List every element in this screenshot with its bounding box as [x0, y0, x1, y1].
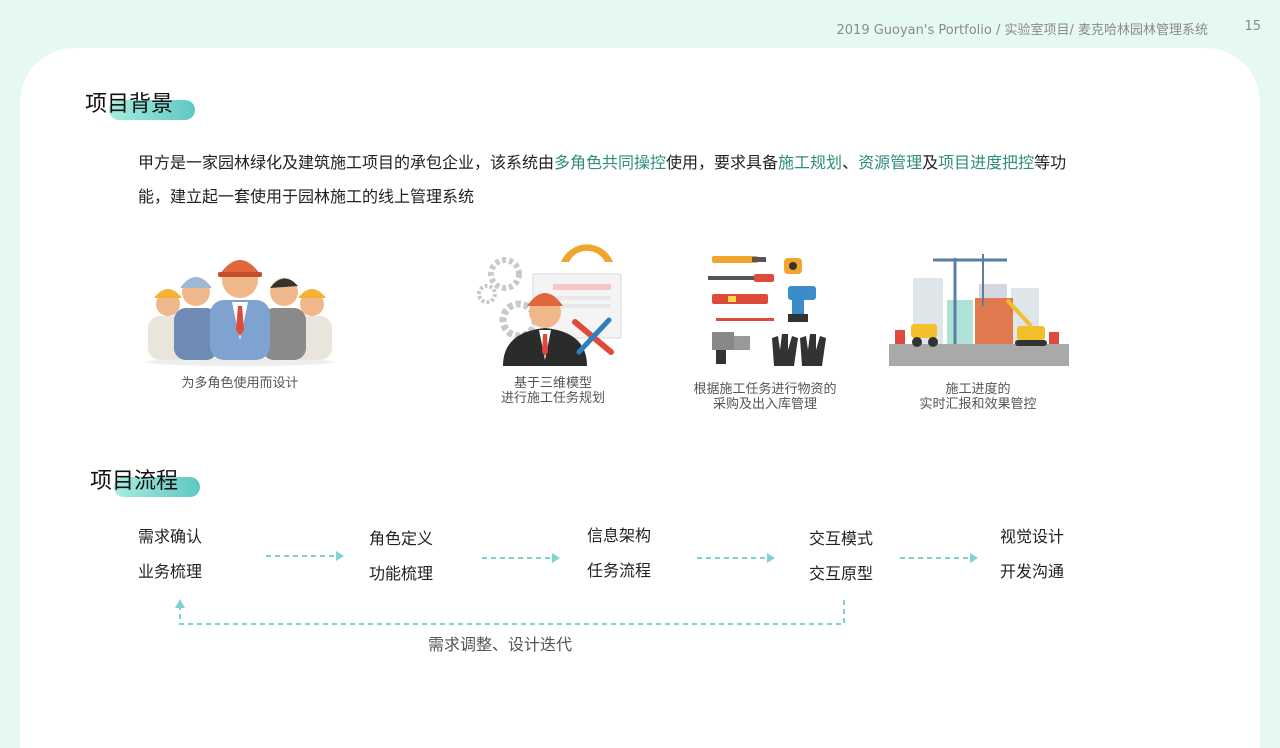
- flow-step-2: 角色定义 功能梳理: [369, 521, 433, 591]
- flow-step-line2: 功能梳理: [369, 564, 434, 583]
- intro-highlight: 资源管理: [858, 153, 923, 172]
- feature-caption-line1: 施工进度的: [945, 382, 1011, 397]
- intro-highlight: 施工规划: [778, 153, 843, 172]
- flow-step-line2: 开发沟通: [1000, 562, 1065, 581]
- arrow-right-icon: [697, 553, 775, 563]
- flow-step-1: 需求确认 业务梳理: [138, 519, 202, 589]
- construction-site-icon: [889, 254, 1069, 366]
- intro-highlight: 多角色共同操控: [554, 153, 667, 172]
- intro-text: 使用，要求具备: [666, 153, 779, 172]
- page-number: 15: [1244, 19, 1261, 34]
- feature-caption-line1: 根据施工任务进行物资的: [693, 382, 837, 397]
- feature-3d-planning: 基于三维模型 进行施工任务规划: [463, 240, 643, 406]
- flow-step-5: 视觉设计 开发沟通: [1000, 519, 1064, 589]
- content-card: [20, 48, 1260, 748]
- feature-caption-line2: 实时汇报和效果管控: [919, 397, 1037, 412]
- feature-caption-line1: 为多角色使用而设计: [181, 376, 299, 391]
- feature-caption-line2: 进行施工任务规划: [500, 391, 605, 406]
- flow-step-line2: 交互原型: [809, 564, 874, 583]
- flow-step-line1: 交互模式: [809, 529, 874, 548]
- intro-highlight: 项目进度把控: [938, 153, 1035, 172]
- flow-step-line1: 视觉设计: [1000, 527, 1065, 546]
- arrow-right-icon: [900, 553, 978, 563]
- flow-step-line2: 业务梳理: [138, 562, 203, 581]
- feature-caption-line2: 采购及出入库管理: [712, 397, 817, 412]
- breadcrumb: 2019 Guoyan's Portfolio / 实验室项目/ 麦克哈林园林管…: [836, 23, 1209, 38]
- feature-progress: 施工进度的 实时汇报和效果管控: [880, 244, 1076, 412]
- section-title-text: 项目流程: [90, 469, 179, 494]
- intro-text: 及: [922, 153, 939, 172]
- engineer-blueprint-icon: [477, 244, 622, 366]
- feature-caption-line1: 基于三维模型: [513, 376, 592, 391]
- workers-icon: [145, 260, 335, 366]
- feature-materials: 根据施工任务进行物资的 采购及出入库管理: [680, 250, 850, 412]
- feedback-loop-label: 需求调整、设计迭代: [428, 635, 573, 654]
- flow-step-4: 交互模式 交互原型: [809, 521, 873, 591]
- title-highlight-bar: [109, 100, 195, 120]
- title-highlight-bar: [114, 477, 200, 497]
- page-header: 2019 Guoyan's Portfolio / 实验室项目/ 麦克哈林园林管…: [0, 19, 1280, 39]
- arrow-right-icon: [482, 553, 560, 563]
- flow-step-line1: 信息架构: [587, 526, 652, 545]
- tools-icon: [708, 256, 826, 366]
- flow-step-3: 信息架构 任务流程: [587, 518, 651, 588]
- flow-step-line2: 任务流程: [587, 561, 652, 580]
- intro-text: 等功能，建立起一套使用于园林施工的线上管理系统: [138, 153, 1067, 206]
- feature-multi-role: 为多角色使用而设计: [140, 246, 340, 391]
- intro-text: 、: [842, 153, 859, 172]
- intro-text: 甲方是一家园林绿化及建筑施工项目的承包企业，该系统由: [138, 153, 555, 172]
- section-title-text: 项目背景: [85, 92, 174, 117]
- flow-step-line1: 需求确认: [138, 527, 203, 546]
- flow-step-line1: 角色定义: [369, 529, 434, 548]
- intro-paragraph: 甲方是一家园林绿化及建筑施工项目的承包企业，该系统由多角色共同操控使用，要求具备…: [138, 146, 1098, 214]
- arrow-right-icon: [266, 551, 344, 561]
